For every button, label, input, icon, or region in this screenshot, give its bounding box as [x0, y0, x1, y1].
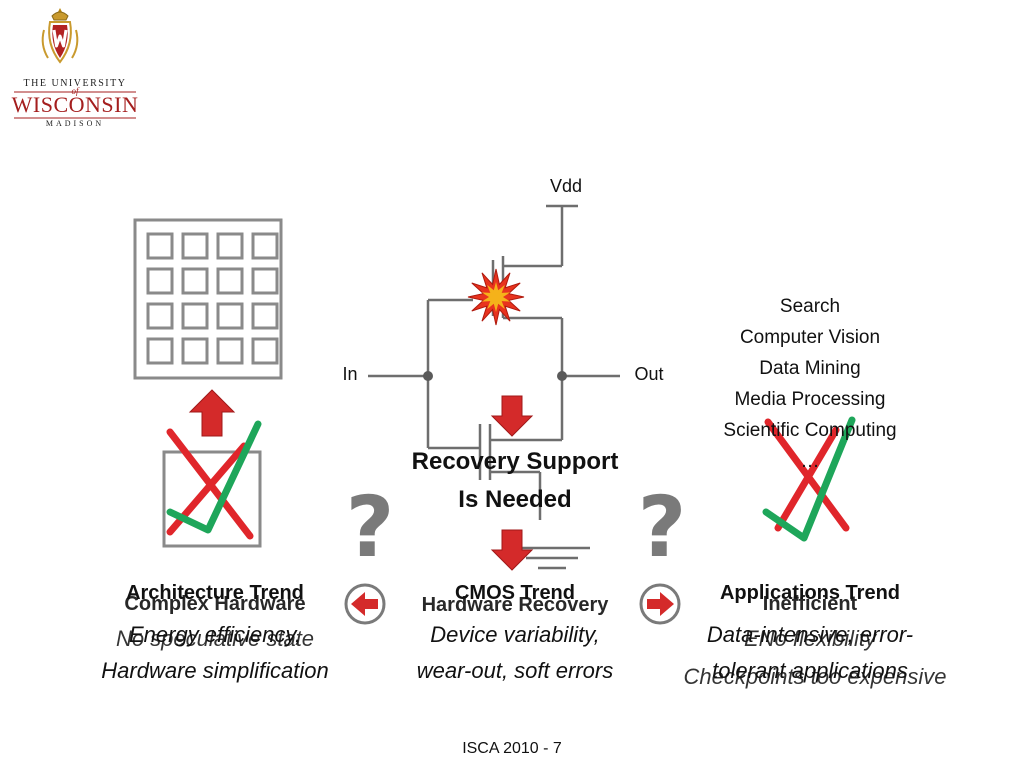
core-square: [146, 337, 174, 365]
application-item: Search: [779, 296, 841, 317]
applications-ghost-title: Inefficient: [762, 593, 858, 615]
up-arrow-icon: [188, 389, 236, 437]
application-item: …: [800, 451, 820, 472]
core-square: [216, 232, 244, 260]
core-square: [251, 232, 279, 260]
down-arrow-icon: [490, 395, 534, 437]
input-node: [423, 371, 433, 381]
core-square: [181, 267, 209, 295]
application-item: Scientific Computing: [723, 420, 897, 441]
application-list: Search Computer Vision Data Mining Media…: [690, 291, 930, 477]
core-square: [216, 302, 244, 330]
recovery-support-callout: Recovery Support Is Needed: [370, 443, 660, 519]
core-square: [181, 337, 209, 365]
core-grid: [146, 232, 279, 365]
down-arrow-icon-2: [490, 529, 534, 571]
core-square: [216, 267, 244, 295]
question-mark-left-icon: ?: [345, 478, 395, 576]
cmos-trend-title: CMOS Trend: [454, 582, 575, 604]
input-label: In: [342, 364, 358, 384]
logo-line-university: THE UNIVERSITY: [23, 78, 127, 89]
core-square: [251, 337, 279, 365]
applications-ghost-desc-2: Checkpoints too expensive: [683, 664, 947, 689]
core-square: [181, 232, 209, 260]
architecture-check-icon: [166, 420, 262, 534]
applications-cross-icon: [764, 418, 850, 532]
core-square: [251, 267, 279, 295]
core-square: [251, 302, 279, 330]
applications-ghost-desc-1: ENo flexibility: [743, 626, 877, 651]
simple-core-icon: [162, 450, 262, 548]
applications-desc-line-2: tolerant applications: [712, 658, 908, 683]
right-circle-arrow-icon: [639, 583, 681, 625]
core-square: [181, 302, 209, 330]
cmos-desc-line-2: wear-out, soft errors: [416, 658, 614, 683]
multicore-chip-icon: [133, 218, 283, 380]
application-item: Data Mining: [759, 358, 861, 379]
output-node: [557, 371, 567, 381]
applications-trend-title: Applications Trend: [719, 582, 901, 604]
core-square: [216, 337, 244, 365]
architecture-ghost-desc: No speculative state: [115, 626, 315, 651]
recovery-line-2: Is Needed: [458, 486, 572, 513]
core-square: [146, 232, 174, 260]
cmos-ghost-title: Hardware Recovery: [421, 594, 609, 616]
application-item: Media Processing: [734, 389, 886, 410]
architecture-ghost-title: Complex Hardware: [124, 593, 306, 615]
left-circle-arrow-icon: [344, 583, 386, 625]
recovery-line-1: Recovery Support: [411, 448, 619, 475]
architecture-trend-title: Architecture Trend: [126, 582, 304, 604]
question-mark-right-icon: ?: [637, 478, 687, 576]
applications-check-icon: [762, 416, 856, 542]
applications-desc-line-1: Data-intensive, error-: [706, 622, 914, 647]
cmos-desc-line-1: Device variability,: [430, 622, 600, 647]
slide-footer: ISCA 2010 - 7: [462, 740, 562, 757]
output-label: Out: [634, 364, 664, 384]
logo-of: of: [71, 86, 79, 96]
vdd-label: Vdd: [549, 176, 583, 196]
core-square: [146, 302, 174, 330]
core-square: [146, 267, 174, 295]
logo-madison: MADISON: [45, 119, 105, 128]
explosion-icon: [467, 268, 525, 326]
architecture-desc-line-2: Hardware simplification: [101, 658, 329, 683]
university-crest-icon: [41, 8, 79, 64]
architecture-desc-line-1: Energy efficiency,: [128, 622, 301, 647]
logo-wisconsin: WISCONSIN: [11, 92, 139, 117]
application-item: Computer Vision: [739, 327, 881, 348]
